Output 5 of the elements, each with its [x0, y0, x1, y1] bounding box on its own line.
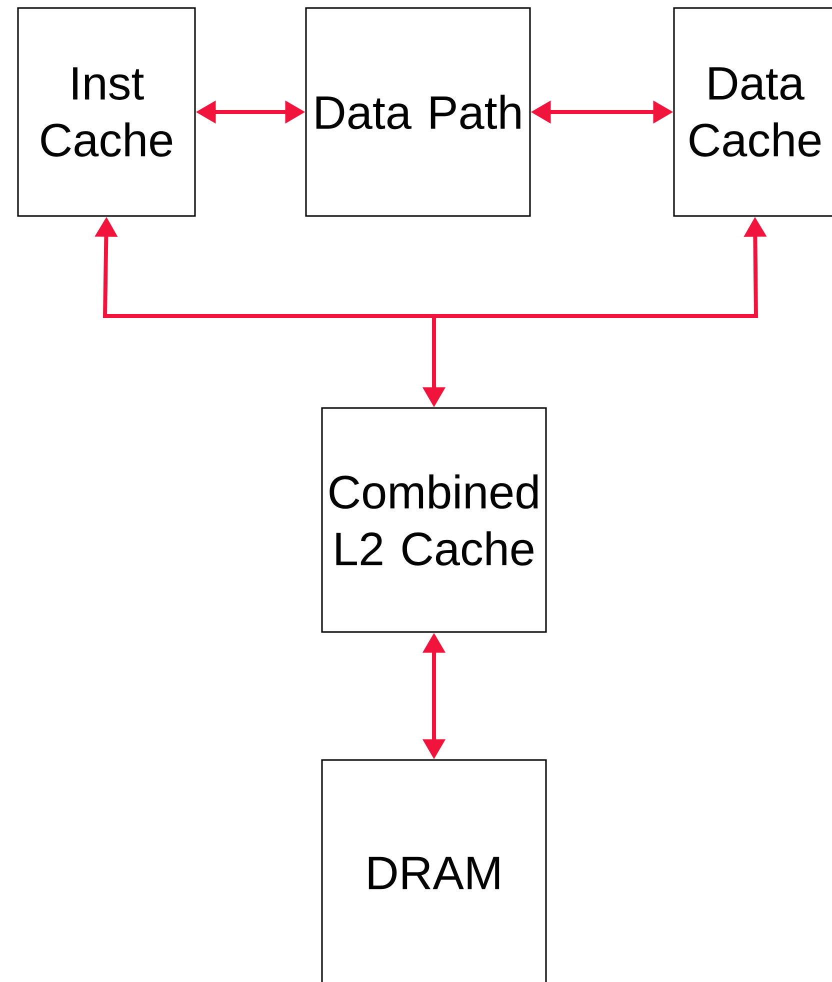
cache-box: DRAM	[321, 759, 547, 982]
cache-box: Data Path	[305, 7, 531, 217]
cache-box: Combined L2 Cache	[321, 407, 547, 633]
cache-box: Data Cache	[673, 7, 832, 217]
cache-box: Inst Cache	[17, 7, 196, 217]
